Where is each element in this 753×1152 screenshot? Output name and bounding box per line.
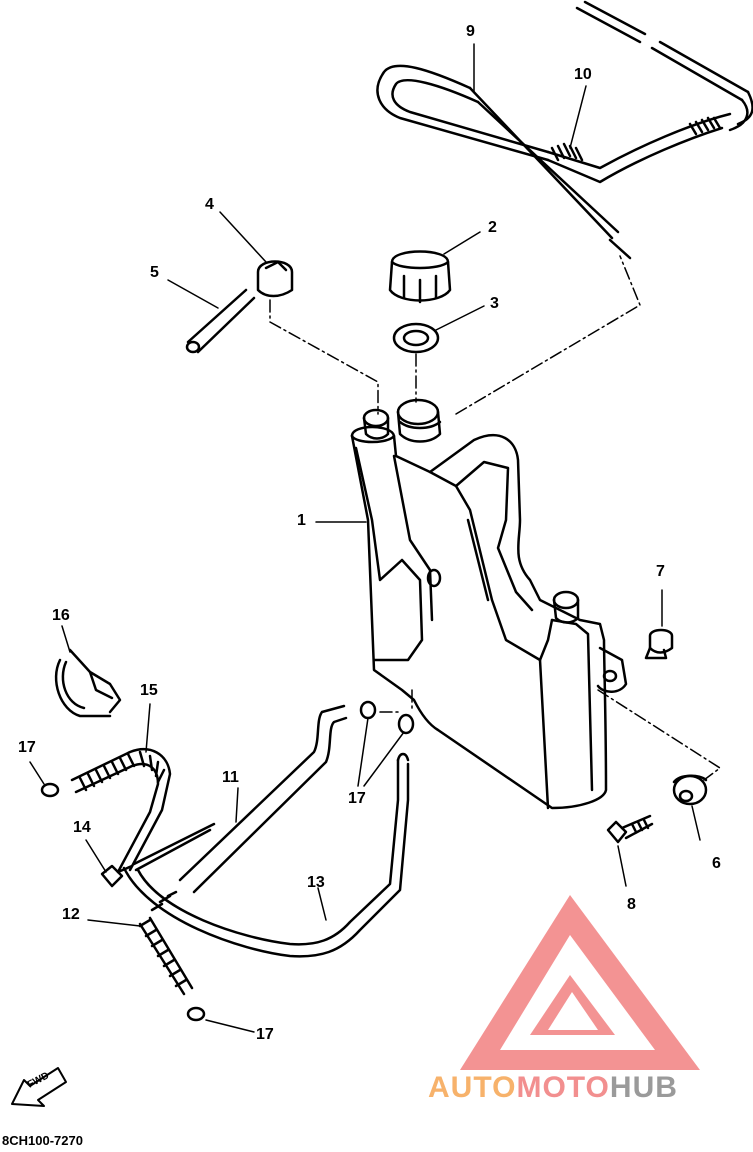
grommet-6 [672,774,708,806]
callout-6: 6 [712,855,721,872]
callout-leaders [29,43,701,1033]
callout-1: 1 [297,512,306,529]
hose-11 [132,704,348,894]
spring-hose-15 [70,748,172,874]
watermark-brand-text: AUTOMOTOHUB [428,1071,678,1105]
callout-12: 12 [62,906,80,923]
callout-11: 11 [222,769,239,786]
callout-2: 2 [488,219,497,236]
breather-hose-9 [376,64,732,260]
clip-17-mid-a [359,700,377,720]
callout-17-bottom: 17 [256,1026,274,1043]
callout-5: 5 [150,264,159,281]
pipe-5 [185,288,256,354]
callout-7: 7 [656,563,665,580]
clip-17-bottom [186,1006,206,1022]
clip-17-mid-b [397,713,415,735]
callout-15: 15 [140,682,158,699]
diagram-code: 8CH100-7270 [2,1133,83,1148]
bolt-7 [644,628,674,660]
callout-4: 4 [205,196,214,213]
tank-side-port [362,408,390,440]
forward-arrow-icon [11,1067,67,1107]
clip-17-left [40,782,60,798]
callout-16: 16 [52,607,70,624]
spring-12 [138,890,194,996]
callout-14: 14 [73,819,91,836]
callout-10: 10 [574,66,592,83]
bolt-8 [606,814,654,844]
callout-8: 8 [627,896,636,913]
watermark-logo [460,895,700,1070]
watermark-part-moto: MOTO [516,1071,610,1104]
tank-neck [396,398,442,443]
callout-3: 3 [490,295,499,312]
callout-17-left: 17 [18,739,36,756]
watermark-part-auto: AUTO [428,1071,517,1104]
watermark-part-hub: HUB [609,1071,678,1104]
tank-top-fitting [552,590,580,624]
callout-9: 9 [466,23,475,40]
callout-17-mid: 17 [348,790,366,807]
hose-tubes-10 [550,0,753,162]
reservoir-tank-1 [350,425,628,810]
fitting-14 [100,864,134,888]
fitting-4 [256,260,294,298]
assembly-leader-lines [269,255,721,781]
clamp-16 [54,648,122,718]
callout-13: 13 [307,874,325,891]
gasket-3 [392,322,440,354]
tank-cap-2 [388,250,452,304]
